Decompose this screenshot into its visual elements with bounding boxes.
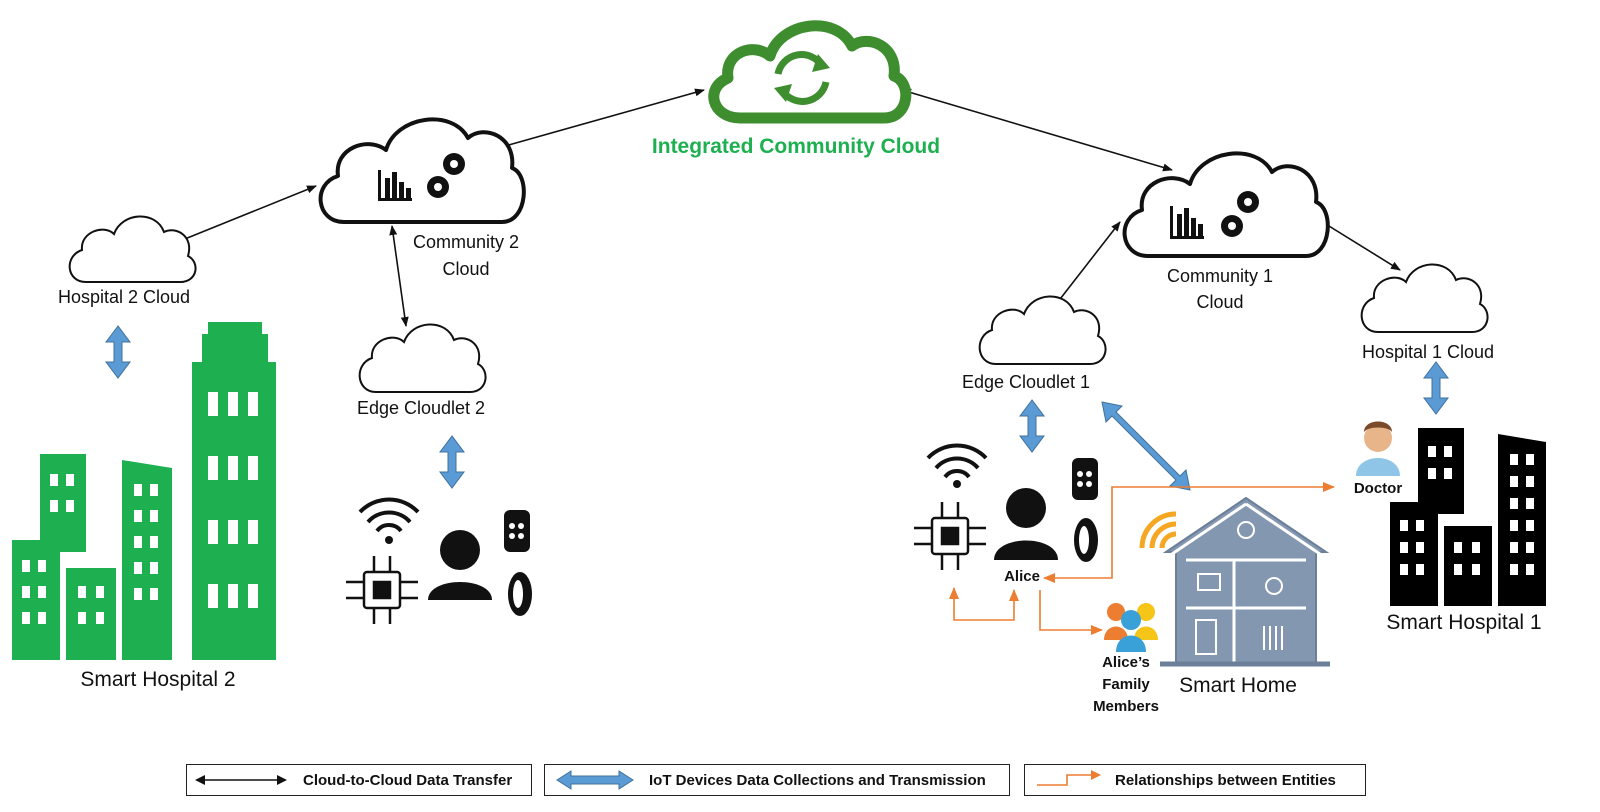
arrow-community2-edge2 bbox=[389, 225, 409, 327]
gears-icon bbox=[427, 153, 465, 198]
hospital2-cloud-label: Hospital 2 Cloud bbox=[58, 287, 190, 307]
building-icon bbox=[12, 322, 276, 660]
edge1-label: Edge Cloudlet 1 bbox=[962, 372, 1090, 392]
blue-arrow-hospital2 bbox=[105, 325, 131, 379]
sync-icon bbox=[774, 51, 830, 105]
blue-arrow-hospital1 bbox=[1423, 361, 1449, 415]
legend-orange-arrow-icon bbox=[1037, 770, 1101, 786]
wireless-signal-icon bbox=[1139, 511, 1177, 549]
relationship-arrows bbox=[949, 482, 1335, 635]
smart-hospital1: Smart Hospital 1 bbox=[1386, 428, 1546, 634]
family-icon bbox=[1104, 603, 1158, 652]
community2-cloud: Community 2 Cloud bbox=[318, 117, 526, 279]
blue-arrow-edge2 bbox=[439, 435, 465, 489]
arrow-community2-integrated bbox=[497, 88, 705, 150]
community2-label-line2: Cloud bbox=[442, 259, 489, 279]
legend-cloud-to-cloud: Cloud-to-Cloud Data Transfer bbox=[186, 764, 532, 796]
legend-iot-label: IoT Devices Data Collections and Transmi… bbox=[649, 771, 986, 789]
arrow-to-doctor bbox=[1111, 482, 1335, 554]
edge2-devices bbox=[346, 497, 532, 624]
integrated-cloud-title: Integrated Community Cloud bbox=[652, 135, 940, 158]
hospital2-cloud: Hospital 2 Cloud bbox=[58, 215, 197, 307]
bar-chart-icon bbox=[378, 170, 412, 201]
doctor: Doctor bbox=[1354, 421, 1402, 497]
community1-cloud: Community 1 Cloud bbox=[1122, 151, 1330, 312]
family-label-line2: Family bbox=[1102, 676, 1150, 693]
smart-home-label: Smart Home bbox=[1179, 674, 1297, 697]
arrow-to-family bbox=[1039, 590, 1103, 635]
edge1-cloud: Edge Cloudlet 1 bbox=[962, 295, 1107, 392]
arrow-community1-hospital1 bbox=[1315, 217, 1401, 271]
hospital2-windows bbox=[22, 392, 258, 624]
cloud-to-cloud-connections bbox=[169, 88, 1401, 327]
integrated-community-cloud: Integrated Community Cloud bbox=[652, 20, 940, 158]
legend-blue-arrow-icon bbox=[556, 770, 634, 790]
legend-relationships-label: Relationships between Entities bbox=[1115, 771, 1336, 789]
gears-icon bbox=[1221, 191, 1259, 237]
smart-home: Smart Home bbox=[1139, 496, 1330, 697]
family-label-line1: Alice’s bbox=[1102, 654, 1150, 671]
legend-iot: IoT Devices Data Collections and Transmi… bbox=[544, 764, 1010, 796]
edge2-label: Edge Cloudlet 2 bbox=[357, 398, 485, 418]
arrow-community2-hospital2 bbox=[169, 185, 317, 246]
person-icon bbox=[428, 530, 492, 600]
doctor-icon bbox=[1356, 421, 1400, 476]
smartwatch-icon bbox=[504, 510, 530, 552]
community2-label-line1: Community 2 bbox=[413, 232, 519, 252]
arrow-community1-edge1 bbox=[1049, 221, 1121, 313]
community1-label-line1: Community 1 bbox=[1167, 266, 1273, 286]
bar-chart-icon bbox=[1170, 206, 1204, 239]
wifi-icon bbox=[358, 497, 420, 544]
legend-black-arrow-icon bbox=[195, 775, 287, 785]
hospital1-windows bbox=[1400, 446, 1534, 575]
smart-hospital2: Smart Hospital 2 bbox=[12, 322, 276, 691]
wifi-icon bbox=[926, 443, 988, 488]
family-label-line3: Members bbox=[1093, 698, 1159, 715]
building-icon bbox=[1390, 428, 1546, 606]
legend-relationships: Relationships between Entities bbox=[1024, 764, 1366, 796]
smartwatch-icon bbox=[1072, 458, 1098, 500]
chip-icon bbox=[914, 502, 986, 570]
fitness-band-icon bbox=[1074, 518, 1098, 562]
chip-icon bbox=[346, 556, 418, 624]
family-members: Alice’s Family Members bbox=[1093, 603, 1159, 715]
alice-label: Alice bbox=[1004, 568, 1040, 585]
person-icon bbox=[994, 488, 1058, 560]
blue-arrow-edge1 bbox=[1019, 399, 1045, 453]
community1-label-line2: Cloud bbox=[1196, 292, 1243, 312]
smart-hospital2-label: Smart Hospital 2 bbox=[80, 668, 235, 691]
legend-cloud-to-cloud-label: Cloud-to-Cloud Data Transfer bbox=[303, 771, 513, 789]
edge2-cloud: Edge Cloudlet 2 bbox=[357, 323, 487, 418]
fitness-band-icon bbox=[508, 572, 532, 616]
arrow-chip-alice bbox=[953, 589, 1019, 621]
doctor-label: Doctor bbox=[1354, 480, 1402, 497]
smart-hospital1-label: Smart Hospital 1 bbox=[1386, 611, 1541, 634]
alice-devices: Alice bbox=[914, 443, 1098, 585]
hospital1-cloud-label: Hospital 1 Cloud bbox=[1362, 342, 1494, 362]
arrow-integrated-community1 bbox=[901, 88, 1173, 172]
house-icon bbox=[1160, 496, 1330, 667]
blue-arrow-edge1-smarthome bbox=[1101, 401, 1191, 491]
hospital1-cloud: Hospital 1 Cloud bbox=[1360, 263, 1494, 362]
iot-transmission-arrows bbox=[105, 325, 1449, 491]
arrow-to-alice bbox=[1043, 554, 1113, 583]
